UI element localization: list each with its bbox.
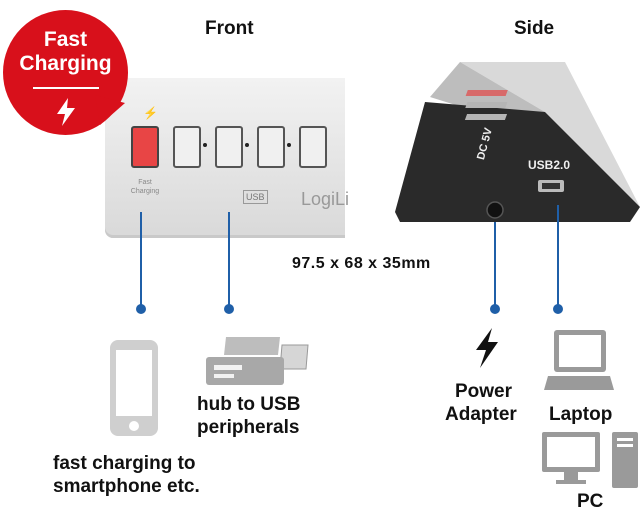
connector-line xyxy=(140,212,142,307)
port-dot xyxy=(203,143,207,147)
usb-port xyxy=(257,126,285,168)
dimensions-text: 97.5 x 68 x 35mm xyxy=(292,255,431,272)
badge-line-2: Charging xyxy=(19,52,112,75)
usb-logo: USB xyxy=(243,190,268,204)
fast-charging-label-line-2: smartphone etc. xyxy=(53,476,200,497)
connector-dot xyxy=(224,304,234,314)
connector-dot xyxy=(136,304,146,314)
usb-port xyxy=(299,126,327,168)
port-dot xyxy=(287,143,291,147)
badge-line-1: Fast xyxy=(43,28,88,51)
badge-pointer xyxy=(95,95,125,125)
lightning-icon xyxy=(57,98,75,126)
connector-line xyxy=(557,205,559,307)
laptop-icon xyxy=(544,330,614,390)
connector-dot xyxy=(553,304,563,314)
hub-label-line-2: peripherals xyxy=(197,417,300,438)
fast-charging-port-label: Fast Charging xyxy=(130,179,160,195)
hub-side-image xyxy=(395,62,640,222)
brand-logo: LogiLi xyxy=(301,189,350,209)
power-label-line-2: Adapter xyxy=(445,404,517,425)
hub-front-image: ⚡ Fast Charging USB LogiLi xyxy=(105,78,349,238)
fast-charging-badge: Fast Charging xyxy=(3,10,128,135)
power-label-line-1: Power xyxy=(455,381,513,402)
side-heading: Side xyxy=(514,18,555,39)
card-reader-icon xyxy=(206,337,309,385)
badge-divider xyxy=(33,87,99,89)
usb2-label: USB2.0 xyxy=(528,158,571,172)
pc-label: PC xyxy=(577,491,604,512)
connector-line xyxy=(494,222,496,307)
usb-port xyxy=(215,126,243,168)
hub-label-line-1: hub to USB xyxy=(197,394,301,415)
fast-charging-label-line-1: fast charging to xyxy=(53,453,196,474)
laptop-label: Laptop xyxy=(549,404,613,425)
connector-dot xyxy=(490,304,500,314)
small-lightning-icon: ⚡ xyxy=(143,106,158,120)
usb-port xyxy=(173,126,201,168)
front-heading: Front xyxy=(205,18,254,39)
power-lightning-icon xyxy=(476,328,498,368)
connector-line xyxy=(228,212,230,307)
pc-icon xyxy=(542,432,638,488)
fast-charging-port xyxy=(131,126,159,168)
smartphone-icon xyxy=(110,340,158,436)
port-dot xyxy=(245,143,249,147)
